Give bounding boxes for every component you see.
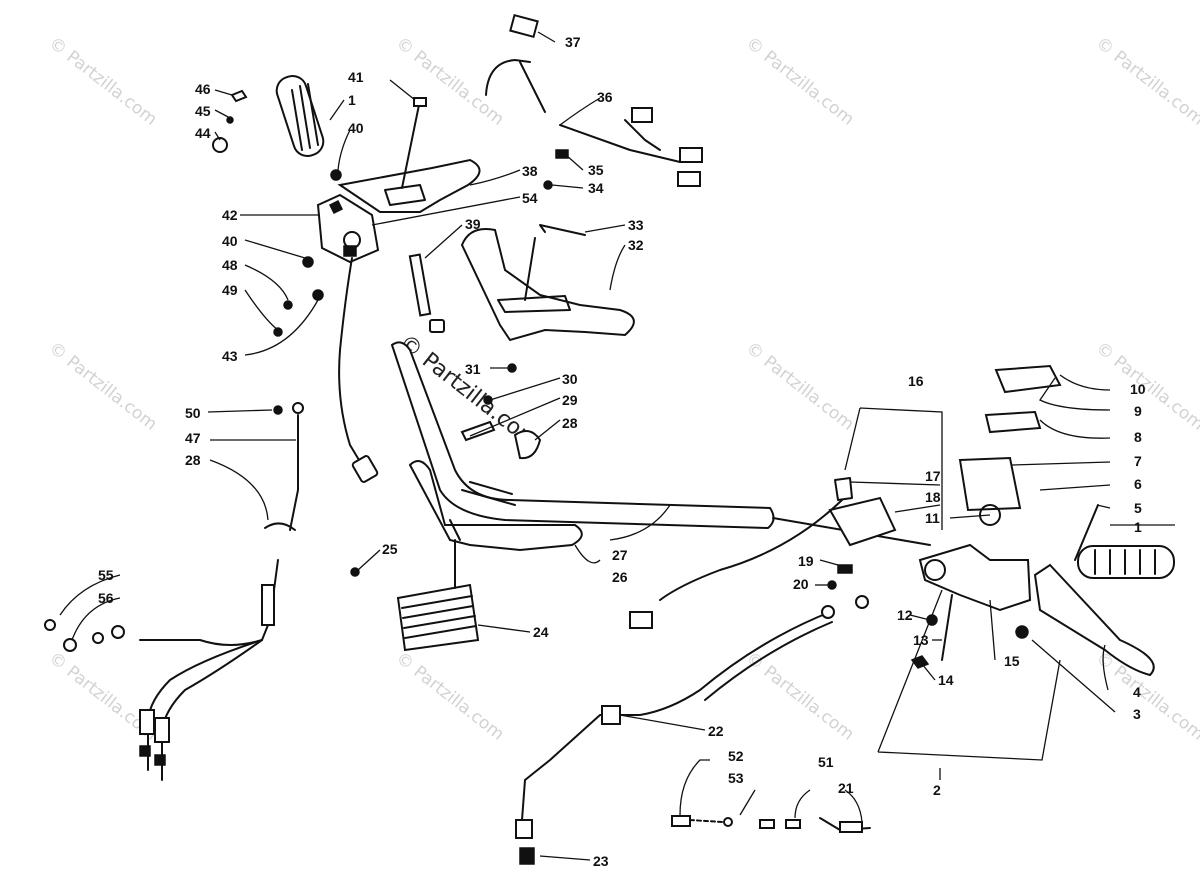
left-grip bbox=[275, 75, 325, 157]
callout-31: 31 bbox=[465, 361, 481, 377]
callout-10: 10 bbox=[1130, 381, 1146, 397]
pivot-bolt bbox=[401, 97, 427, 189]
callout-32: 32 bbox=[628, 237, 644, 253]
watermark: © Partzilla.com bbox=[742, 338, 858, 435]
throttle-cable bbox=[338, 257, 379, 483]
callout-33: 33 bbox=[628, 217, 644, 233]
callout-48: 48 bbox=[222, 257, 238, 273]
callout-42: 42 bbox=[222, 207, 238, 223]
callout-37: 37 bbox=[565, 34, 581, 50]
throttle-housing bbox=[316, 193, 380, 264]
callout-49: 49 bbox=[222, 282, 238, 298]
callout-55: 55 bbox=[98, 567, 114, 583]
watermark: © Partzilla.com bbox=[742, 648, 858, 745]
wire-harness-right bbox=[543, 107, 703, 190]
brake-lever-assembly bbox=[910, 504, 1155, 677]
callout-38: 38 bbox=[522, 163, 538, 179]
callout-45: 45 bbox=[195, 103, 211, 119]
callout-46: 46 bbox=[195, 81, 211, 97]
callout-43: 43 bbox=[222, 348, 238, 364]
connector-wire-top bbox=[485, 13, 546, 113]
watermark: © Partzilla.com bbox=[1092, 338, 1200, 435]
callout-40: 40 bbox=[222, 233, 238, 249]
callout-19: 19 bbox=[798, 553, 814, 569]
callout-40: 40 bbox=[348, 120, 364, 136]
callout-36: 36 bbox=[597, 89, 613, 105]
callout-21: 21 bbox=[838, 780, 854, 796]
callout-27: 27 bbox=[612, 547, 628, 563]
right-grip bbox=[1077, 545, 1175, 579]
callout-1: 1 bbox=[1134, 519, 1142, 535]
watermark: © Partzilla.com bbox=[392, 648, 508, 745]
riser-block bbox=[350, 539, 480, 652]
handlebar-brace bbox=[408, 460, 583, 552]
callout-5: 5 bbox=[1134, 500, 1142, 516]
handlebar-pad bbox=[460, 224, 635, 342]
callout-44: 44 bbox=[195, 125, 211, 141]
callout-12: 12 bbox=[897, 607, 913, 623]
callout-1: 1 bbox=[348, 92, 356, 108]
callout-8: 8 bbox=[1134, 429, 1142, 445]
callout-52: 52 bbox=[728, 748, 744, 764]
callout-35: 35 bbox=[588, 162, 604, 178]
callout-51: 51 bbox=[818, 754, 834, 770]
callout-54: 54 bbox=[522, 190, 538, 206]
callout-4: 4 bbox=[1133, 684, 1141, 700]
callout-18: 18 bbox=[925, 489, 941, 505]
callout-25: 25 bbox=[382, 541, 398, 557]
left-small-hardware bbox=[212, 89, 324, 337]
callout-34: 34 bbox=[588, 180, 604, 196]
callout-30: 30 bbox=[562, 371, 578, 387]
callout-29: 29 bbox=[562, 392, 578, 408]
callout-28: 28 bbox=[562, 415, 578, 431]
callout-labels: 1 1 2 3 4 5 6 7 8 9 10 11 12 13 14 15 16… bbox=[98, 34, 1146, 869]
watermark: © Partzilla.com bbox=[1092, 33, 1200, 130]
callout-15: 15 bbox=[1004, 653, 1020, 669]
watermark: © Partzilla.com bbox=[45, 33, 161, 130]
callout-56: 56 bbox=[98, 590, 114, 606]
watermark: © Partzilla.com bbox=[392, 33, 508, 130]
callout-39: 39 bbox=[465, 216, 481, 232]
throttle-lever bbox=[330, 158, 481, 213]
callout-14: 14 bbox=[938, 672, 954, 688]
watermark: © Partzilla.com bbox=[45, 338, 161, 435]
callout-13: 13 bbox=[913, 632, 929, 648]
callout-3: 3 bbox=[1133, 706, 1141, 722]
callout-50: 50 bbox=[185, 405, 201, 421]
callout-2: 2 bbox=[933, 782, 941, 798]
small-hardware-bottom bbox=[671, 815, 871, 833]
callout-23: 23 bbox=[593, 853, 609, 869]
right-switch-assembly bbox=[629, 364, 1062, 629]
callout-41: 41 bbox=[348, 69, 364, 85]
callout-28: 28 bbox=[185, 452, 201, 468]
callout-11: 11 bbox=[925, 510, 940, 526]
callout-6: 6 bbox=[1134, 476, 1142, 492]
leader-lines bbox=[59, 31, 1175, 861]
brake-hose bbox=[515, 595, 869, 865]
callout-16: 16 bbox=[908, 373, 924, 389]
callout-17: 17 bbox=[925, 468, 941, 484]
callout-26: 26 bbox=[612, 569, 628, 585]
callout-20: 20 bbox=[793, 576, 809, 592]
callout-53: 53 bbox=[728, 770, 744, 786]
callout-9: 9 bbox=[1134, 403, 1142, 419]
callout-24: 24 bbox=[533, 624, 549, 640]
callout-7: 7 bbox=[1134, 453, 1142, 469]
callout-22: 22 bbox=[708, 723, 724, 739]
watermark: © Partzilla.com bbox=[742, 33, 858, 130]
callout-47: 47 bbox=[185, 430, 201, 446]
cable-assembly-left bbox=[44, 402, 304, 781]
